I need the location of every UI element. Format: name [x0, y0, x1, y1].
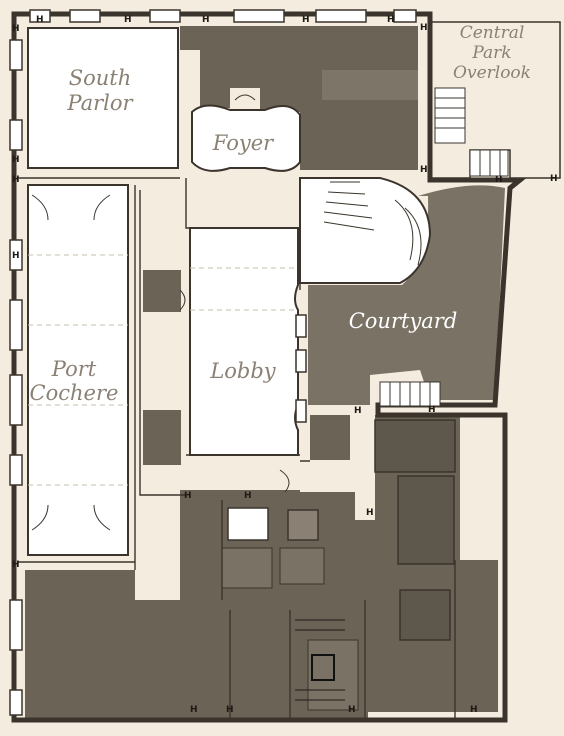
foyer-room[interactable]: [191, 104, 301, 172]
south-parlor-label-line2: Parlor: [66, 91, 134, 115]
courtyard-area[interactable]: [308, 185, 505, 405]
svg-text:H: H: [348, 705, 356, 715]
elevator-shaft-1: [227, 507, 269, 541]
north-service-wing: [180, 26, 418, 170]
svg-text:H: H: [354, 406, 362, 416]
central-park-label-line2: Park: [471, 43, 511, 63]
south-west-hall: [25, 570, 200, 722]
svg-text:H: H: [387, 15, 395, 25]
restroom-2: [279, 547, 325, 585]
south-parlor-label-line1: South: [69, 66, 132, 90]
service-room-2: [143, 410, 181, 465]
foyer-label: Foyer: [212, 131, 275, 155]
wall-piers: [9, 9, 417, 716]
port-cochere-label-line2: Cochere: [30, 381, 119, 405]
svg-text:H: H: [12, 155, 20, 165]
svg-text:H: H: [244, 491, 252, 501]
svg-text:H: H: [184, 491, 192, 501]
svg-text:H: H: [36, 15, 44, 25]
port-cochere-label-line1: Port: [51, 357, 97, 381]
east-room-1: [374, 419, 456, 473]
east-room-2: [399, 589, 451, 641]
lobby-label: Lobby: [209, 359, 276, 383]
south-stair-core: [307, 639, 359, 711]
svg-text:H: H: [226, 705, 234, 715]
elevator-shaft-2: [287, 509, 319, 541]
door-icon: [31, 94, 290, 531]
central-park-label-line1: Central: [460, 23, 525, 43]
elevator-icon: [311, 654, 335, 681]
port-cochere-room[interactable]: [27, 184, 129, 556]
column-marker-icon: H H H H H H H H H H H H H H H H H H H H …: [12, 15, 558, 715]
svg-text:H: H: [124, 15, 132, 25]
svg-text:H: H: [550, 174, 558, 184]
rotunda-stair-hall[interactable]: [299, 177, 432, 284]
svg-text:H: H: [12, 24, 20, 34]
south-stair-icon: [295, 619, 345, 701]
svg-text:H: H: [12, 175, 20, 185]
svg-text:H: H: [470, 705, 478, 715]
interior-wall-5: [139, 190, 186, 496]
service-room-1: [143, 270, 181, 312]
svg-text:H: H: [428, 405, 436, 415]
svg-text:H: H: [12, 560, 20, 570]
courtyard-stair-icon: [379, 381, 441, 407]
rotunda-stair-icon: [323, 181, 422, 266]
overlook-stair-icon: [434, 87, 509, 177]
south-parlor-room[interactable]: [27, 27, 179, 169]
central-park-label-line3: Overlook: [453, 63, 531, 83]
north-service-room: [322, 70, 418, 100]
svg-text:H: H: [495, 175, 503, 185]
svg-text:H: H: [420, 23, 428, 33]
restroom-1: [221, 547, 273, 589]
svg-text:H: H: [202, 15, 210, 25]
svg-text:H: H: [12, 251, 20, 261]
svg-text:H: H: [302, 15, 310, 25]
svg-text:H: H: [190, 705, 198, 715]
courtyard-label: Courtyard: [349, 309, 458, 333]
lobby-room[interactable]: [189, 227, 299, 456]
svg-text:H: H: [420, 165, 428, 175]
svg-text:H: H: [366, 508, 374, 518]
south-east-room: [397, 475, 455, 565]
